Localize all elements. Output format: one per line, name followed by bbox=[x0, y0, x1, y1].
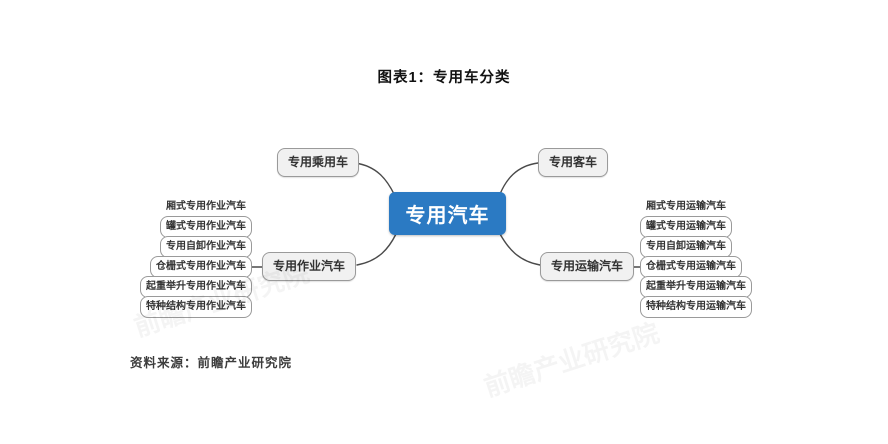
branch-node-bus: 专用客车 bbox=[538, 148, 609, 177]
link-center-right bbox=[499, 233, 541, 266]
link-center-top-left bbox=[354, 162, 395, 195]
leaf-left-stake: 仓栅式专用作业汽车 bbox=[150, 256, 252, 278]
watermark-text: 前瞻产业研究院 bbox=[479, 313, 664, 404]
link-center-left bbox=[356, 233, 397, 266]
leaf-right-dump: 专用自卸运输汽车 bbox=[640, 236, 732, 258]
leaf-left-lifting: 起重举升专用作业汽车 bbox=[140, 276, 252, 298]
center-node-special-vehicle: 专用汽车 bbox=[389, 192, 506, 235]
data-source-caption: 资料来源：前瞻产业研究院 bbox=[130, 356, 293, 370]
branch-node-operation: 专用作业汽车 bbox=[262, 252, 357, 281]
leaf-left-dump: 专用自卸作业汽车 bbox=[160, 236, 252, 258]
chart-title: 图表1：专用车分类 bbox=[377, 70, 511, 86]
leaf-right-lifting: 起重举升专用运输汽车 bbox=[640, 276, 752, 298]
branch-node-passenger: 专用乘用车 bbox=[277, 148, 360, 177]
link-center-top-right bbox=[499, 162, 539, 195]
leaf-left-tank: 罐式专用作业汽车 bbox=[160, 216, 252, 238]
leaf-left-special-structure: 特种结构专用作业汽车 bbox=[140, 296, 252, 318]
leaf-right-stake: 仓栅式专用运输汽车 bbox=[640, 256, 742, 278]
leaf-left-van: 厢式专用作业汽车 bbox=[166, 201, 246, 212]
branch-node-transport: 专用运输汽车 bbox=[540, 252, 635, 281]
leaf-right-van: 厢式专用运输汽车 bbox=[646, 201, 726, 212]
leaf-right-special-structure: 特种结构专用运输汽车 bbox=[640, 296, 752, 318]
leaf-right-tank: 罐式专用运输汽车 bbox=[640, 216, 732, 238]
